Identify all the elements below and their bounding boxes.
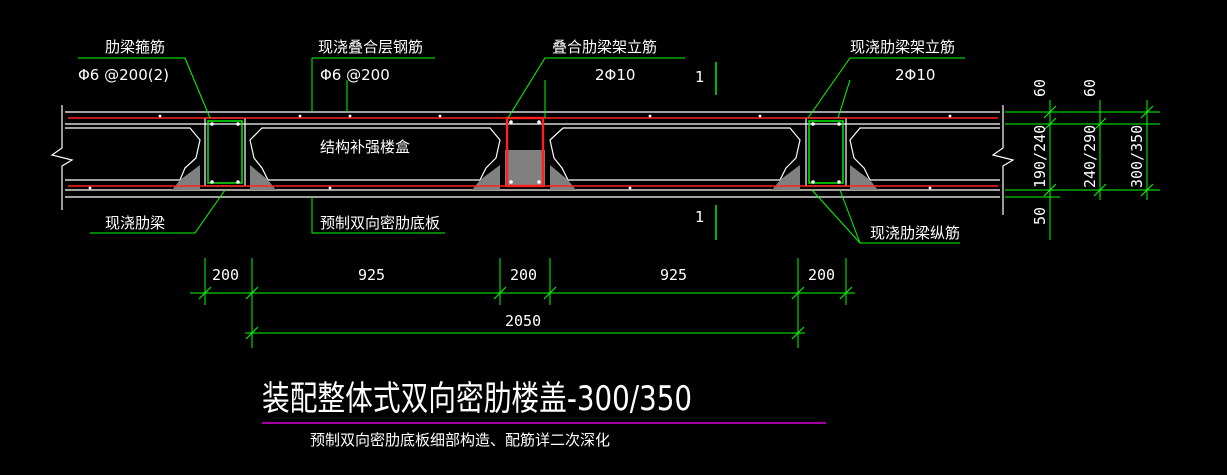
label-cast-erection-spec: 2Φ10 — [895, 66, 935, 84]
dim-200-a: 200 — [212, 266, 239, 284]
drawing-title: 装配整体式双向密肋楼盖-300/350 — [262, 379, 692, 419]
label-rib-beam-stirrup: 肋梁箍筋 — [105, 38, 165, 56]
precast-rib — [505, 150, 545, 186]
label-cast-rib-long-bar: 现浇肋梁纵筋 — [870, 224, 960, 242]
filler-box-left — [65, 127, 201, 181]
slab-outline — [65, 111, 1000, 198]
leader-lines — [78, 57, 965, 244]
label-topping-rebar: 现浇叠合层钢筋 — [318, 38, 423, 56]
dim-300-350: 300/350 — [1128, 125, 1146, 188]
dim-925-b: 925 — [660, 266, 687, 284]
label-topping-spec: Φ6 @200 — [320, 66, 390, 84]
dim-200-b: 200 — [510, 266, 537, 284]
break-line-left — [50, 105, 74, 210]
dim-60-right: 60 — [1081, 79, 1099, 97]
drawing-subtitle: 预制双向密肋底板细部构造、配筋详二次深化 — [310, 431, 610, 449]
dim-925-a: 925 — [358, 266, 385, 284]
dims-bottom-lines — [190, 258, 855, 348]
dim-60-left: 60 — [1031, 79, 1049, 97]
break-line-right — [991, 105, 1015, 215]
dim-2050: 2050 — [505, 312, 541, 330]
cast-rib-left — [204, 117, 246, 187]
rib-haunches — [172, 165, 878, 190]
label-cast-rib-beam: 现浇肋梁 — [105, 214, 165, 232]
dim-240-290: 240/290 — [1081, 125, 1099, 188]
label-composite-erection-bar: 叠合肋梁架立筋 — [552, 38, 657, 56]
label-composite-erection-spec: 2Φ10 — [595, 66, 635, 84]
label-precast-panel: 预制双向密肋底板 — [320, 214, 440, 232]
section-mark-bottom-label: 1 — [695, 208, 705, 226]
label-cast-erection-bar: 现浇肋梁架立筋 — [850, 38, 955, 56]
label-stirrup-spec: Φ6 @200(2) — [78, 66, 169, 84]
rebar-dots — [88, 114, 952, 190]
cast-rib-right — [805, 117, 847, 187]
filler-box-right — [849, 127, 1000, 181]
rebar — [68, 116, 998, 188]
dim-190-240: 190/240 — [1031, 125, 1049, 188]
label-filler-box: 结构补强楼盒 — [320, 138, 410, 156]
dims-right-lines — [1005, 100, 1160, 240]
dim-50: 50 — [1031, 207, 1049, 225]
dim-200-c: 200 — [808, 266, 835, 284]
section-mark-top-label: 1 — [695, 68, 705, 86]
filler-box-b — [549, 127, 801, 181]
stirrups-green — [207, 120, 844, 184]
